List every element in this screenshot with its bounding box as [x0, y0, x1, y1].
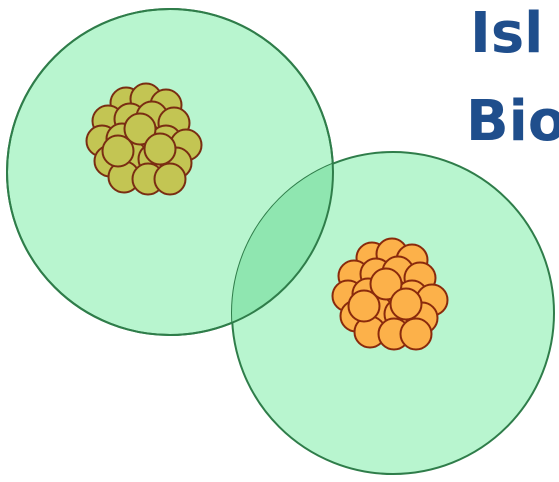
particle	[389, 287, 423, 321]
left-circle-outline	[6, 8, 334, 336]
particle	[153, 162, 187, 196]
circle-overlap-region	[232, 152, 333, 335]
particle	[143, 132, 177, 166]
particle	[347, 289, 381, 323]
left-particle-cluster	[85, 82, 203, 196]
particle	[399, 317, 433, 351]
right-particle-cluster	[331, 237, 449, 351]
title-line-1: Isl	[470, 1, 544, 66]
particle	[369, 267, 403, 301]
particle	[123, 112, 157, 146]
title-line-2: Bio	[466, 89, 559, 154]
particle	[101, 134, 135, 168]
